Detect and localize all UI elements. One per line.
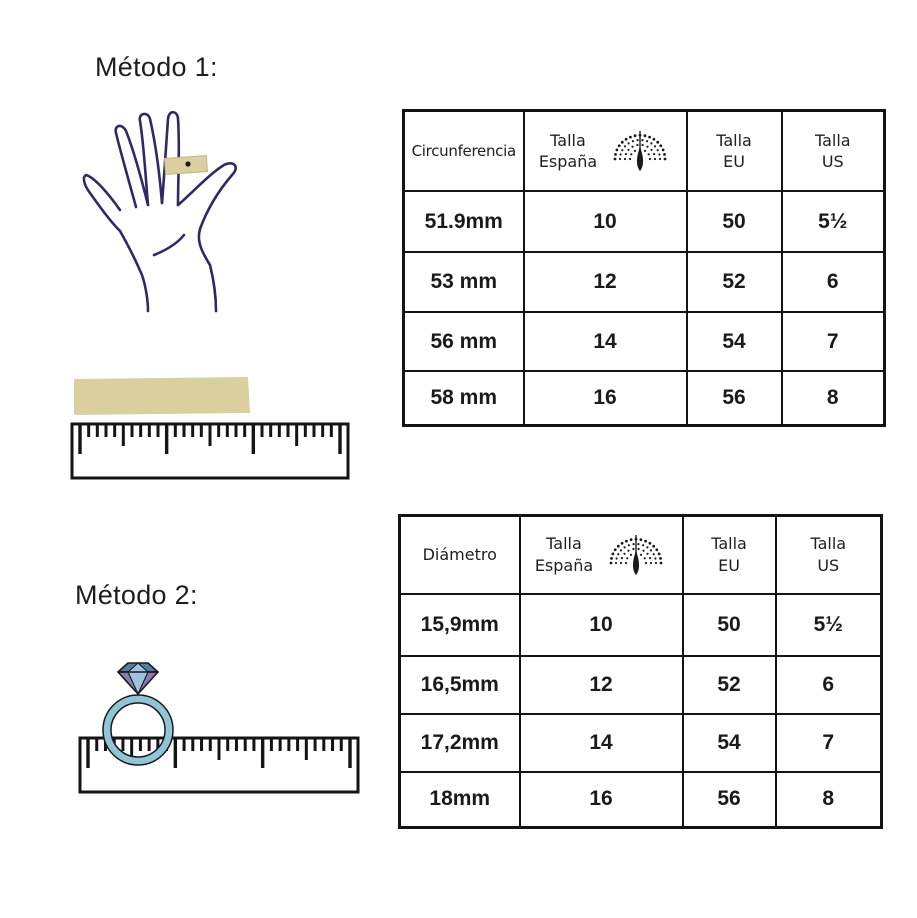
cell-talla-us: 6 — [774, 654, 883, 715]
header-label: Talla — [711, 534, 747, 554]
cell-talla-eu: 54 — [681, 712, 777, 773]
cell-talla-eu: 50 — [681, 592, 777, 657]
header-diameter: Diámetro — [398, 514, 521, 595]
cell-talla-eu: 56 — [685, 369, 783, 427]
cell-talla-eu: 50 — [685, 190, 783, 253]
ruler-icon — [70, 422, 350, 480]
table-row: 15,9mm 10 50 5½ — [398, 592, 883, 657]
header-label: Circunferencia — [411, 142, 517, 160]
cell-talla-eu: 54 — [685, 311, 783, 372]
tape-strip-icon — [74, 377, 250, 415]
header-label: Talla — [550, 130, 586, 150]
header-circumference: Circunferencia — [402, 109, 525, 193]
cell-circumference: 58 mm — [402, 369, 525, 427]
cell-talla-eu: 52 — [681, 654, 777, 715]
header-label: US — [817, 555, 840, 575]
cell-talla-us: 7 — [780, 311, 886, 372]
table-row: 58 mm 16 56 8 — [402, 369, 886, 427]
cell-diameter: 17,2mm — [398, 712, 521, 773]
peacock-icon — [609, 534, 663, 575]
cell-talla-us: 8 — [774, 770, 883, 829]
cell-circumference: 53 mm — [402, 250, 525, 314]
header-label: Talla — [716, 130, 752, 150]
table-row: 17,2mm 14 54 7 — [398, 712, 883, 773]
cell-talla-espana: 14 — [518, 712, 684, 773]
cell-talla-us: 5½ — [780, 190, 886, 253]
table-row: 18mm 16 56 8 — [398, 770, 883, 829]
header-label: Diámetro — [422, 544, 497, 564]
cell-talla-espana: 10 — [518, 592, 684, 657]
cell-diameter: 16,5mm — [398, 654, 521, 715]
peacock-icon — [613, 131, 667, 172]
header-label: España — [534, 555, 594, 575]
header-label: España — [538, 152, 598, 172]
table-row: 53 mm 12 52 6 — [402, 250, 886, 314]
cell-talla-us: 7 — [774, 712, 883, 773]
ring-icon — [102, 662, 174, 766]
header-label: US — [821, 152, 844, 172]
diamond-icon — [117, 662, 159, 695]
method-1-title: Método 1: — [95, 52, 218, 82]
cell-talla-us: 6 — [780, 250, 886, 314]
header-label: EU — [723, 152, 745, 172]
cell-talla-us: 8 — [780, 369, 886, 427]
table-row: 16,5mm 12 52 6 — [398, 654, 883, 715]
cell-talla-espana: 14 — [522, 311, 688, 372]
header-label: Talla — [814, 130, 851, 150]
cell-circumference: 56 mm — [402, 311, 525, 372]
header-label: Talla — [810, 534, 847, 554]
cell-talla-eu: 56 — [681, 770, 777, 829]
cell-diameter: 18mm — [398, 770, 521, 829]
cell-talla-espana: 16 — [522, 369, 688, 427]
cell-diameter: 15,9mm — [398, 592, 521, 657]
cell-talla-espana: 12 — [522, 250, 688, 314]
header-label: EU — [718, 555, 740, 575]
ruler-icon — [78, 736, 360, 794]
cell-circumference: 51.9mm — [402, 190, 525, 253]
cell-talla-espana: 12 — [518, 654, 684, 715]
method-2-title: Método 2: — [75, 580, 198, 610]
cell-talla-eu: 52 — [685, 250, 783, 314]
cell-talla-us: 5½ — [774, 592, 883, 657]
header-label: Talla — [546, 534, 582, 554]
hand-icon — [82, 110, 237, 313]
table-row: 51.9mm 10 50 5½ — [402, 190, 886, 253]
cell-talla-espana: 10 — [522, 190, 688, 253]
table-row: 56 mm 14 54 7 — [402, 311, 886, 372]
cell-talla-espana: 16 — [518, 770, 684, 829]
